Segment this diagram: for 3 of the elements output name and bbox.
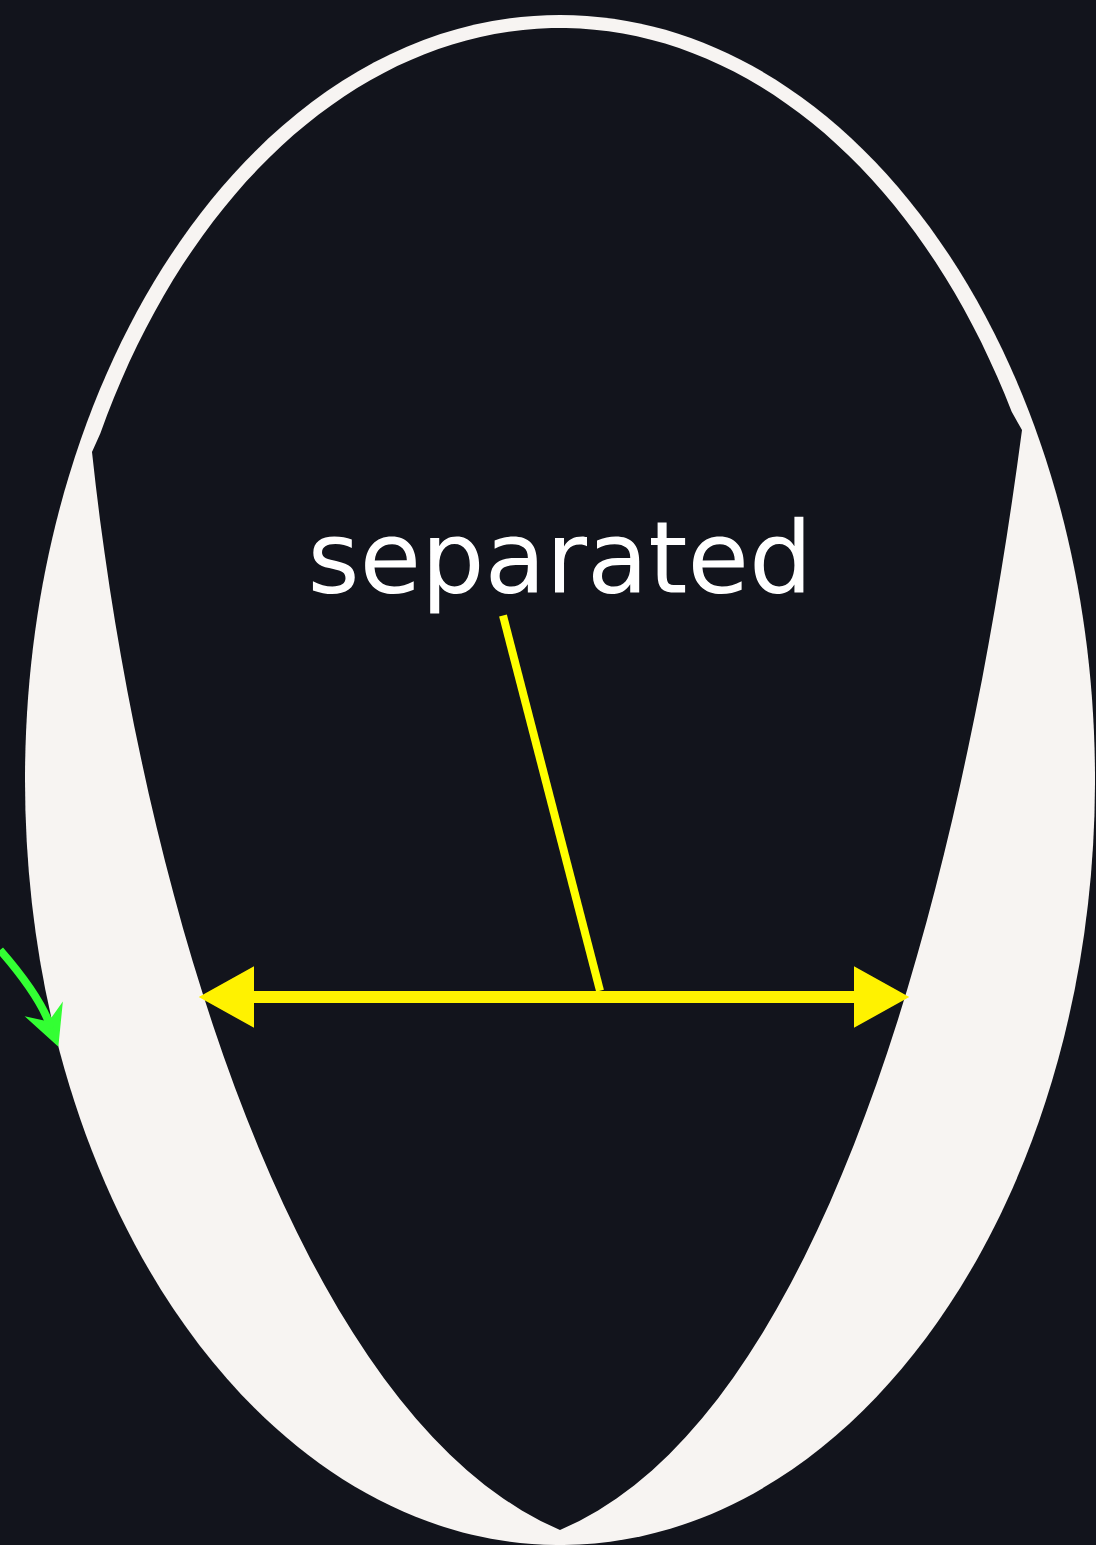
leader-line [499,614,604,992]
label-text: separated [312,516,804,614]
twisted-band-drawing [25,15,1095,1545]
